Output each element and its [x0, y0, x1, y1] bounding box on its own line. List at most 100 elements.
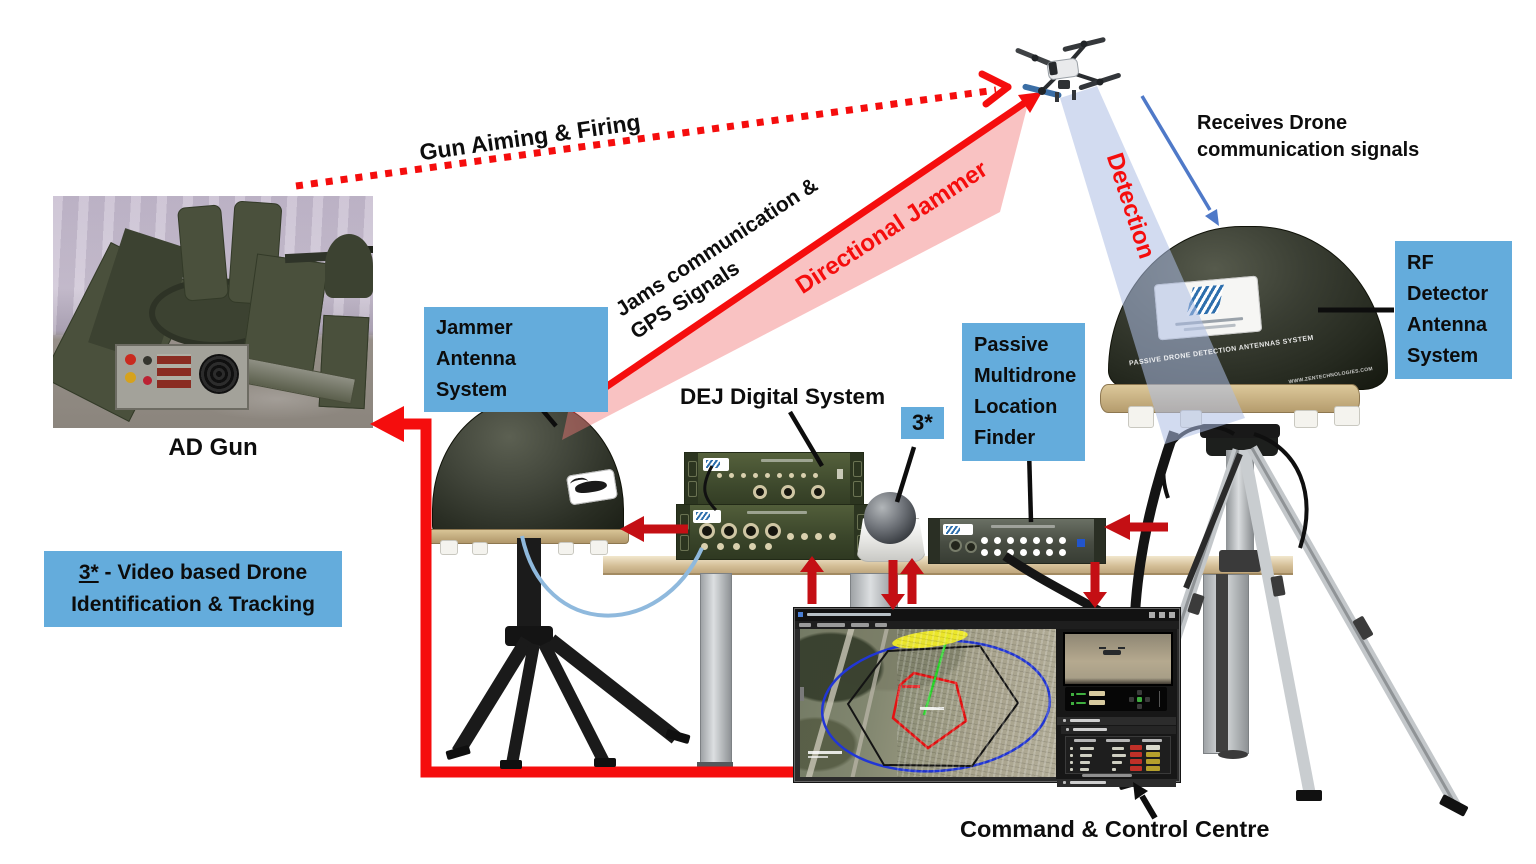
gun-right-dome-unit	[325, 234, 373, 298]
connector	[717, 543, 724, 550]
jam-indicator	[1146, 745, 1160, 750]
jam-indicator-red	[1130, 745, 1142, 750]
unit-title-text	[761, 459, 813, 462]
port	[1033, 537, 1040, 544]
passive-multidrone-location-finder-unit	[928, 518, 1106, 564]
rack-slot	[680, 514, 689, 530]
maximize-button	[1159, 612, 1165, 618]
sticker-text-2	[1183, 323, 1236, 332]
connector	[765, 543, 772, 550]
gun-seat-back-left	[176, 204, 230, 302]
col-header	[1106, 739, 1130, 742]
col-header	[1142, 739, 1162, 742]
port	[1033, 549, 1040, 556]
menu-item	[875, 623, 887, 627]
port	[1020, 537, 1027, 544]
port	[1020, 549, 1027, 556]
rack-ear	[1094, 519, 1105, 563]
map-coords-text	[920, 707, 944, 710]
rf-connector	[765, 523, 781, 539]
gun-shield	[241, 253, 329, 375]
zen-technologies-sticker	[1153, 275, 1263, 341]
connector	[813, 473, 818, 478]
zoom-slider	[1159, 691, 1160, 707]
rack-slot	[853, 481, 862, 497]
header-text	[1073, 728, 1107, 731]
connector	[753, 473, 758, 478]
window-title-bar	[795, 609, 1179, 621]
knob	[949, 539, 962, 552]
freq-label	[1076, 693, 1086, 695]
blue-fiber-cable	[520, 535, 704, 618]
rf-tripod-collar	[1219, 550, 1261, 572]
connector	[717, 473, 722, 478]
power-switch	[1077, 539, 1085, 547]
header-text	[1070, 781, 1106, 784]
table-leg-right-stripe	[1216, 574, 1228, 752]
expander-icon	[1063, 781, 1066, 784]
connector	[733, 543, 740, 550]
connector	[701, 543, 708, 550]
connector	[765, 473, 770, 478]
fan-grille	[199, 354, 239, 394]
drone	[1015, 37, 1121, 102]
status-led	[1071, 693, 1074, 696]
video-note-line1: - Video based Drone	[98, 561, 308, 584]
jams-communication-label: Jams communication & GPS Signals	[611, 173, 822, 344]
jammer-antenna-system-box: Jammer Antenna System	[424, 307, 608, 412]
cell	[1070, 747, 1073, 750]
right-panel	[1056, 629, 1177, 787]
rf-connector	[721, 523, 737, 539]
col-header	[1074, 739, 1096, 742]
cell	[1112, 768, 1116, 771]
rf-detector-box: RF Detector Antenna System	[1395, 241, 1512, 379]
dej-digital-system-unit	[684, 452, 864, 506]
marker-3star-box: 3*	[901, 407, 944, 439]
rack-slot	[688, 481, 697, 497]
jammer-control-panel	[1065, 687, 1167, 711]
table-leg-left-foot	[697, 762, 733, 770]
header-text	[1070, 719, 1100, 722]
map-side-tab	[800, 687, 804, 701]
bearing-line	[922, 634, 950, 716]
knob-2	[143, 376, 152, 385]
freq-label	[1076, 702, 1086, 704]
rack-ear	[929, 519, 940, 563]
map-status-text	[808, 751, 842, 754]
connector	[815, 533, 822, 540]
video-note-prefix: 3*	[78, 561, 99, 584]
pan-right-button	[1145, 697, 1150, 702]
detected-drones-header	[1057, 779, 1176, 787]
jam-indicator-red	[1130, 752, 1142, 757]
receives-drone-label: Receives Drone communication signals	[1197, 112, 1420, 161]
map-panel	[800, 629, 1056, 777]
threat-polygon	[891, 671, 968, 750]
connector	[741, 473, 746, 478]
red-button	[125, 354, 136, 365]
freq-input	[1089, 700, 1105, 705]
knob	[965, 541, 977, 553]
jammer-foot-2	[472, 542, 488, 555]
scrollbar	[1082, 774, 1132, 777]
jammer-status-header	[1057, 717, 1176, 725]
gun-aiming-firing-label: Gun Aiming & Firing	[417, 108, 643, 166]
map-overlays	[808, 629, 1052, 773]
gun-control-box	[115, 344, 249, 410]
port	[1007, 537, 1014, 544]
command-control-centre-label: Command & Control Centre	[960, 816, 1270, 842]
connector	[729, 473, 734, 478]
rf-foot-4	[1334, 406, 1360, 426]
map-red-text	[902, 685, 920, 688]
detection-range-circle	[820, 639, 1052, 773]
detected-bands-header	[1061, 726, 1176, 734]
pan-center-button	[1137, 697, 1142, 702]
dej-power-amplifier-unit	[676, 504, 868, 560]
video-note-line2: Identification & Tracking	[71, 593, 315, 616]
drone-video-feed	[1063, 632, 1173, 686]
expander-icon	[1063, 719, 1066, 722]
jam-indicator-red	[1130, 759, 1142, 764]
port	[994, 549, 1001, 556]
cell	[1112, 754, 1126, 757]
ad-gun-photo	[53, 196, 373, 428]
passive-multidrone-box: Passive Multidrone Location Finder	[962, 323, 1085, 461]
